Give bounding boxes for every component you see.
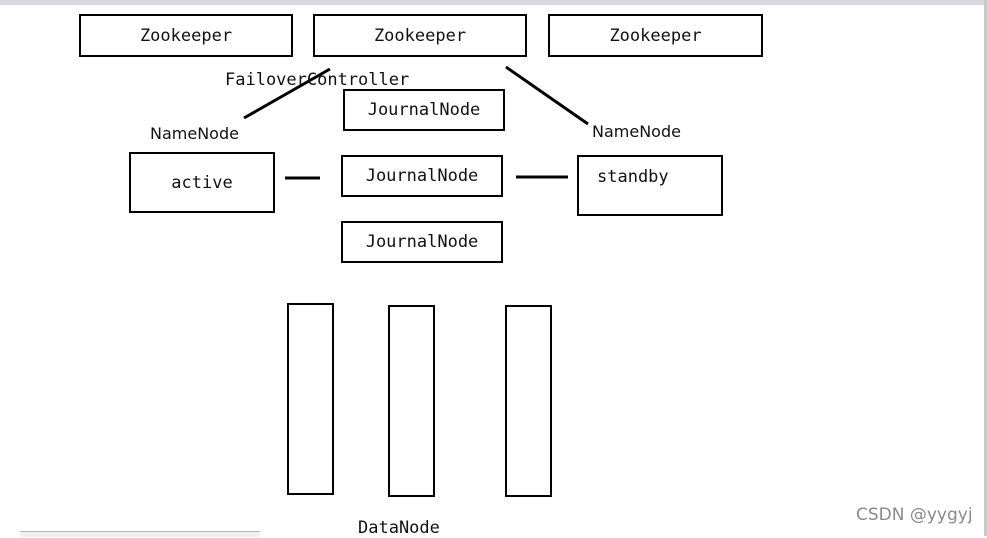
standby-namenode-box: standby [577,155,723,216]
journalnode-box-2: JournalNode [341,155,503,197]
standby-label: standby [597,167,669,187]
datanode-label: DataNode [358,518,440,538]
journalnode-box-3: JournalNode [341,221,503,263]
line-zk-to-nn-right [505,65,589,126]
window-top-border [0,0,987,5]
active-label: active [171,172,233,193]
zookeeper-label: Zookeeper [609,25,702,46]
datanode-box-1 [287,303,334,495]
zookeeper-box-3: Zookeeper [548,14,763,57]
journalnode-label: JournalNode [365,166,479,186]
datanode-box-2 [388,305,435,497]
zookeeper-label: Zookeeper [139,25,233,46]
failover-controller-label: FailoverController [225,70,410,90]
watermark: CSDN @yygyj [856,505,973,525]
window-right-border [984,0,987,536]
journalnode-label: JournalNode [365,232,479,252]
zookeeper-box-2: Zookeeper [313,14,527,57]
namenode-right-label: NameNode [592,122,681,141]
journalnode-label: JournalNode [367,100,481,120]
active-namenode-box: active [129,152,275,213]
line-nn-left-to-zk [243,67,331,120]
namenode-left-label: NameNode [150,124,239,143]
datanode-box-3 [505,305,552,497]
zookeeper-label: Zookeeper [373,25,467,46]
zookeeper-box-1: Zookeeper [79,14,293,57]
journalnode-box-1: JournalNode [343,89,505,131]
window-bottom-tab [20,531,260,537]
